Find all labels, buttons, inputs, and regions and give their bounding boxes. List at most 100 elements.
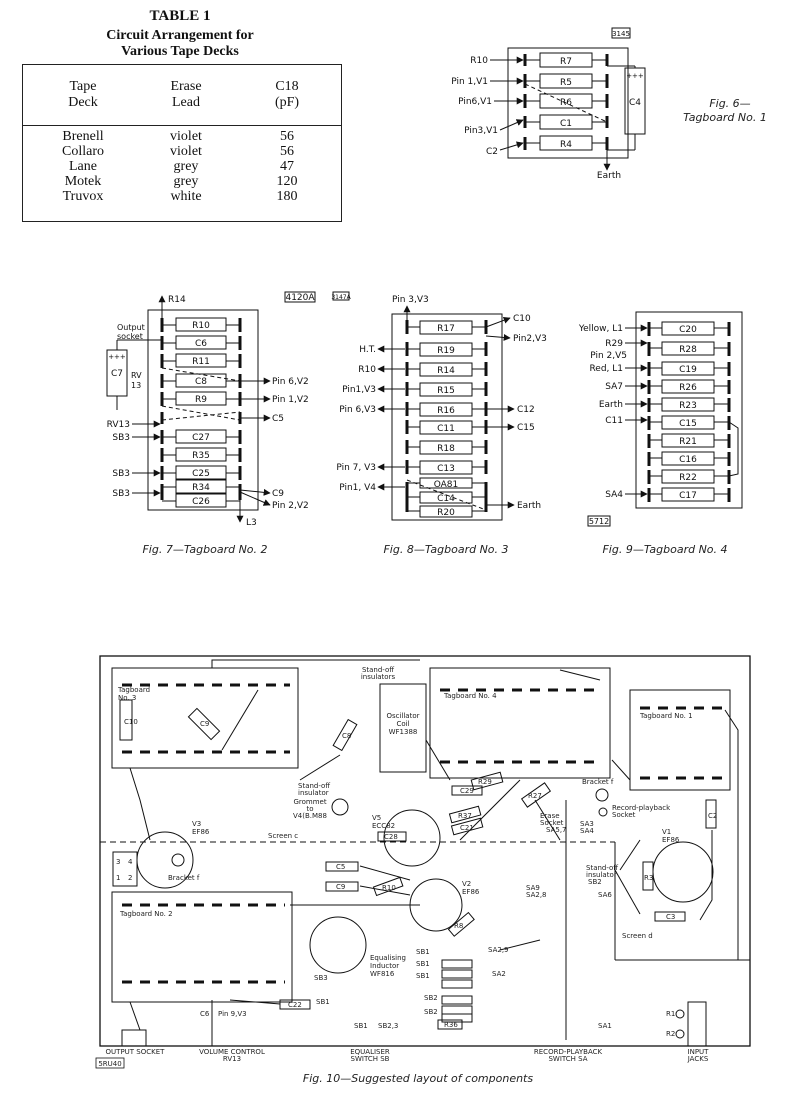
bottom-label: SWITCH SB xyxy=(351,1055,390,1063)
fig9-comp-label: C20 xyxy=(679,325,697,335)
fig7-left-label: SB3 xyxy=(112,469,130,479)
fig8-comp-label: R19 xyxy=(437,346,455,356)
switch-label: SB1 xyxy=(416,960,430,968)
switch-label: SA6 xyxy=(598,891,612,899)
bottom-label: RV13 xyxy=(223,1055,241,1063)
fig7-caption: Fig. 7—Tagboard No. 2 xyxy=(142,543,267,556)
fig6-left-label: Pin6,V1 xyxy=(458,97,492,107)
header-erase-lead: Erase Lead xyxy=(141,79,231,111)
sb3-label: SB3 xyxy=(314,974,328,982)
part-r27 xyxy=(520,782,552,808)
part-label: R37 xyxy=(458,812,472,820)
header-line: Erase xyxy=(170,79,202,94)
table-header-rule xyxy=(23,125,341,126)
switch-label: SA5,7 xyxy=(546,826,567,834)
part-label: R27 xyxy=(528,792,542,800)
v2-label: V2 xyxy=(462,880,471,888)
fig8-left-label: Pin1,V3 xyxy=(342,385,376,395)
tb3-label: Tagboard xyxy=(117,686,150,694)
fig8-comp-label: C14 xyxy=(437,494,455,504)
switch-label: SB2 xyxy=(424,1008,438,1016)
rec-socket-label: Record-playback xyxy=(612,804,671,812)
fig6-comp-label: R5 xyxy=(560,78,572,88)
fig9-comp-label: R22 xyxy=(679,473,697,483)
bottom-label: RECORD-PLAYBACK xyxy=(534,1048,603,1056)
fig8-right-label: C15 xyxy=(517,423,535,433)
fig7-comp-label: C6 xyxy=(195,339,207,349)
eq-label: WF816 xyxy=(370,970,395,978)
fig6-comp-label: R7 xyxy=(560,57,572,67)
bottom-label: VOLUME CONTROL xyxy=(199,1048,265,1056)
table-cell: 56 xyxy=(280,144,294,159)
switch-label: Pin 9,V3 xyxy=(218,1010,247,1018)
tb4-label: Tagboard No. 4 xyxy=(443,692,497,700)
fig9-comp-label: C17 xyxy=(679,491,697,501)
switch-label: C6 xyxy=(200,1010,210,1018)
switch-label: SB1 xyxy=(416,972,430,980)
switch-label: SA2,9 xyxy=(488,946,509,954)
fig10-caption: Fig. 10—Suggested layout of components xyxy=(303,1072,533,1085)
fig8-comp-label: R20 xyxy=(437,508,455,518)
part-label: C29 xyxy=(460,787,474,795)
part-label: C5 xyxy=(336,863,345,871)
header-line: C18 xyxy=(275,79,299,94)
screen-d-label: Screen d xyxy=(622,932,653,940)
equalising-inductor xyxy=(309,916,367,974)
fig6-caption: Fig. 6— Tagboard No. 1 xyxy=(683,97,767,124)
fig7-comp-label: C27 xyxy=(192,433,210,443)
fig6-left-label: Pin 1,V1 xyxy=(451,77,488,87)
part-r34 xyxy=(441,995,473,1005)
part-r37 xyxy=(448,805,482,824)
part-label: C21 xyxy=(460,824,474,832)
fig9-tags xyxy=(647,322,731,502)
fig7-left-label: SB3 xyxy=(112,489,130,499)
part-label: R36 xyxy=(444,1021,458,1029)
fig8-comp-label: R14 xyxy=(437,366,455,376)
part-c10 xyxy=(119,699,133,741)
output-socket xyxy=(121,1029,147,1047)
table-cell: 120 xyxy=(276,174,298,189)
fig7-right-label: C9 xyxy=(272,489,284,499)
record-playback-socket xyxy=(598,807,608,817)
erase-label: Socket xyxy=(540,819,564,827)
fig8-comp-label: OA81 xyxy=(434,480,459,490)
v5-label: V5 xyxy=(372,814,381,822)
fig8-left-label: R10 xyxy=(358,365,376,375)
input-jack-r2 xyxy=(675,1029,685,1039)
fig9-comp-label: R23 xyxy=(679,401,697,411)
part-label: C22 xyxy=(288,1001,302,1009)
switch-label: SA4 xyxy=(580,827,594,835)
part-r10 xyxy=(372,876,404,897)
fig7-ref: 4120A xyxy=(285,293,315,303)
tb2-outline xyxy=(111,891,293,1003)
bottom-label: JACKS xyxy=(687,1055,709,1063)
standoff-left-label: insulator xyxy=(298,789,329,797)
fig9-tagboard-4: C20 R28 C19 R26 R23 C15 R21 C16 R22 C17 … xyxy=(578,311,743,556)
fig10-components xyxy=(119,699,717,1030)
fig7-board xyxy=(147,309,259,511)
fig8-comp-label: R15 xyxy=(437,386,455,396)
bottom-label: OUTPUT SOCKET xyxy=(106,1048,166,1056)
table-title: TABLE 1 xyxy=(149,8,211,24)
part-c21 xyxy=(450,817,484,836)
switch-label: SA2 xyxy=(492,970,506,978)
switch-label: R2 xyxy=(666,1030,675,1038)
part-r36 xyxy=(437,1019,463,1030)
fig7-left-label: RV13 xyxy=(107,420,130,430)
v1-valve xyxy=(652,841,714,903)
table-cell: 180 xyxy=(276,189,298,204)
v5-label: ECC82 xyxy=(372,822,395,830)
standoff-top-label: Stand-off xyxy=(362,666,394,674)
rec-socket-label: Socket xyxy=(612,811,636,819)
header-line: Deck xyxy=(68,95,98,110)
fig6-board xyxy=(507,47,629,159)
fig9-left-label: Red, L1 xyxy=(589,364,623,374)
header-line: (pF) xyxy=(274,95,300,110)
fig7-right-label: C5 xyxy=(272,414,284,424)
standoff-right-label: Stand-off xyxy=(586,864,618,872)
bottom-label: INPUT xyxy=(688,1048,710,1056)
v3-label: EF86 xyxy=(192,828,210,836)
switch-label: SA1 xyxy=(598,1022,612,1030)
switch-label: SA9 xyxy=(526,884,540,892)
